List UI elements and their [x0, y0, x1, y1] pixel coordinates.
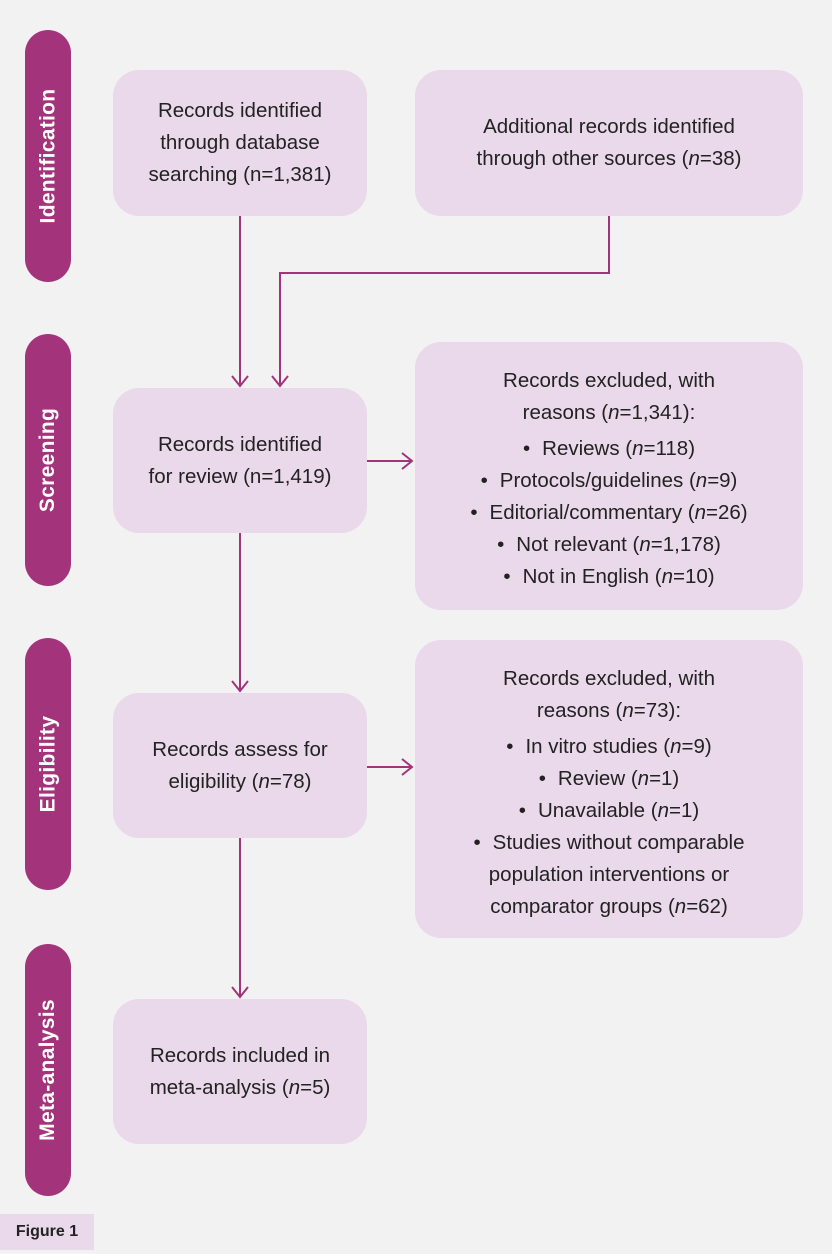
box-records-for-review: Records identified for review (n=1,419): [113, 388, 367, 533]
box-database-search: Records identified through database sear…: [113, 70, 367, 216]
list-item: Unavailable (n=1): [519, 795, 699, 827]
other-sources-line-1: Additional records identified: [483, 115, 735, 138]
list-item-continued: population interventions or: [488, 863, 730, 886]
db-search-line-1: Records identified: [157, 99, 323, 122]
list-item: Studies without comparable: [473, 827, 745, 859]
excluded-screening-line-1: Records excluded, with: [503, 369, 715, 392]
review-line-1: Records identified: [157, 432, 323, 456]
stage-screening: Screening: [25, 334, 71, 586]
list-item: Editorial/commentary (n=26): [470, 497, 748, 529]
arrowhead-review-to-eligibility: [231, 680, 249, 693]
excluded-eligibility-line-2: reasons (n=73):: [536, 699, 682, 722]
arrowhead-review-to-excluded: [401, 452, 414, 470]
review-line-2: for review (n=1,419): [148, 464, 332, 488]
arrowhead-eligibility-to-included: [231, 986, 249, 999]
other-sources-line-2: through other sources (n=38): [476, 147, 742, 170]
db-search-line-3: searching (n=1,381): [148, 163, 332, 186]
box-excluded-eligibility: Records excluded, with reasons (n=73): I…: [415, 640, 803, 938]
excluded-eligibility-line-1: Records excluded, with: [503, 667, 715, 690]
arrowhead-other-to-review: [271, 375, 289, 388]
stage-eligibility: Eligibility: [25, 638, 71, 890]
eligibility-line-1: Records assess for: [152, 737, 328, 761]
stage-identification: Identification: [25, 30, 71, 282]
eligibility-line-2: eligibility (n=78): [168, 769, 312, 793]
list-item-continued: comparator groups (n=62): [490, 895, 728, 918]
arrow-other-to-review: [279, 216, 610, 385]
box-eligibility: Records assess for eligibility (n=78): [113, 693, 367, 838]
list-item: Protocols/guidelines (n=9): [481, 465, 738, 497]
list-item: Not in English (n=10): [503, 561, 715, 593]
list-item: Not relevant (n=1,178): [497, 529, 721, 561]
list-item: In vitro studies (n=9): [506, 731, 711, 763]
arrowhead-eligibility-to-excluded: [401, 758, 414, 776]
excluded-screening-line-2: reasons (n=1,341):: [522, 401, 696, 424]
list-item: Review (n=1): [539, 763, 679, 795]
box-other-sources: Additional records identified through ot…: [415, 70, 803, 216]
stage-meta-analysis: Meta-analysis: [25, 944, 71, 1196]
list-item: Reviews (n=118): [523, 433, 695, 465]
included-line-2: meta-analysis (n=5): [149, 1075, 331, 1099]
arrowhead-db-to-review: [231, 375, 249, 388]
db-search-line-2: through database: [160, 131, 320, 154]
box-included: Records included in meta-analysis (n=5): [113, 999, 367, 1144]
included-line-1: Records included in: [149, 1043, 331, 1067]
figure-label: Figure 1: [0, 1214, 94, 1250]
box-excluded-screening: Records excluded, with reasons (n=1,341)…: [415, 342, 803, 610]
